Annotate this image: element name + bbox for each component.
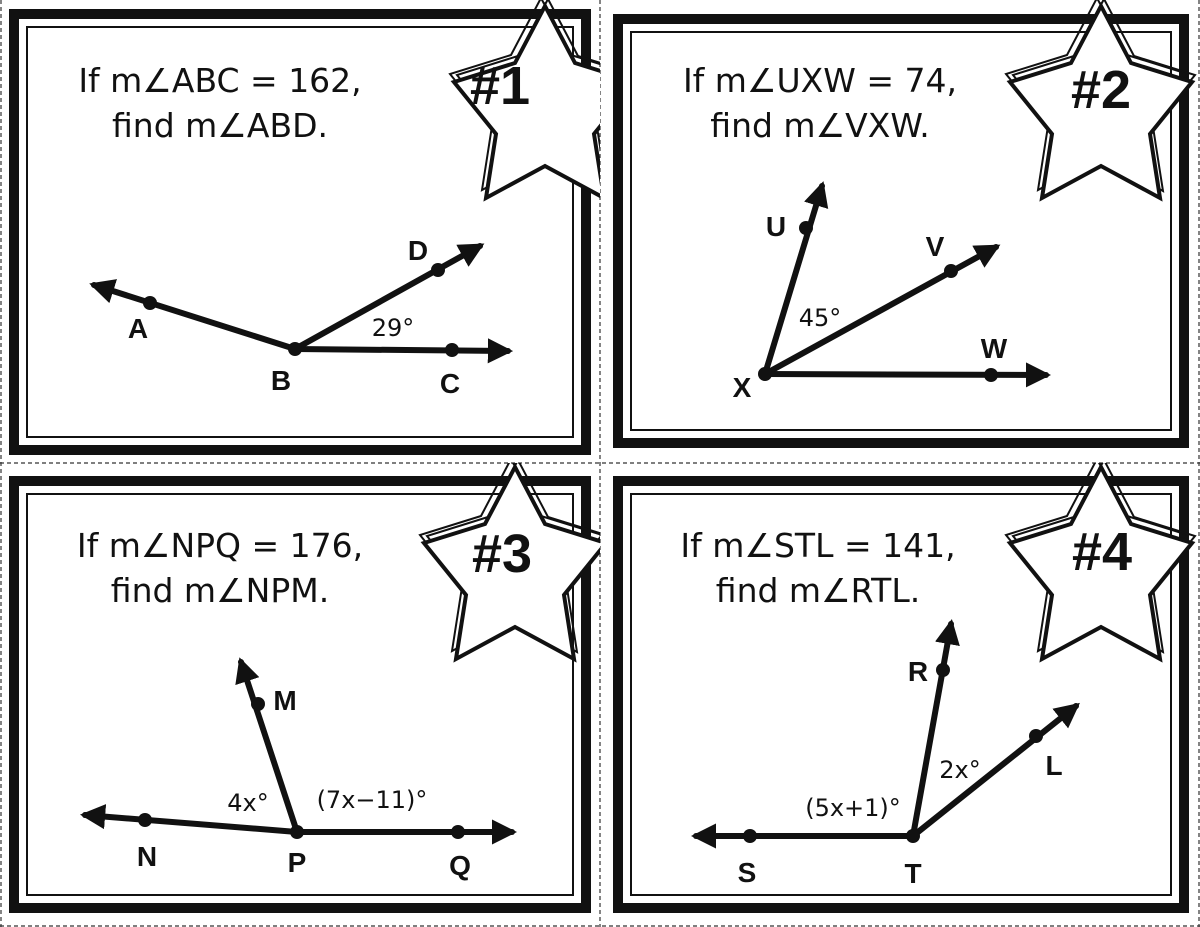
star-badge	[1004, 0, 1197, 202]
point-q-dot	[451, 825, 465, 839]
point-a-dot	[143, 296, 157, 310]
point-p-dot	[290, 825, 304, 839]
point-label-x: X	[733, 372, 752, 403]
point-r-dot	[936, 663, 950, 677]
point-label-w: W	[981, 333, 1008, 364]
point-v-dot	[944, 264, 958, 278]
point-label-c: C	[440, 368, 460, 399]
point-label-u: U	[766, 211, 786, 242]
point-x-dot	[758, 367, 772, 381]
task-card-4: #4 If m∠STL = 141, find m∠RTL. R S T L (…	[613, 463, 1197, 913]
angle-label: 29°	[372, 314, 415, 342]
point-m-dot	[251, 697, 265, 711]
problem-line-2: find m∠RTL.	[716, 571, 920, 610]
point-label-t: T	[904, 858, 921, 889]
point-label-s: S	[738, 857, 757, 888]
point-b-dot	[288, 342, 302, 356]
point-label-q: Q	[449, 850, 471, 881]
card-number: #2	[1071, 60, 1131, 120]
ray-pm	[235, 657, 300, 835]
problem-line-2: find m∠ABD.	[112, 106, 328, 145]
star-badge	[1004, 463, 1197, 663]
point-label-r: R	[908, 656, 928, 687]
angle-label-rtl: 2x°	[939, 756, 980, 784]
ray-xv	[762, 244, 1001, 377]
card-number: #1	[470, 56, 530, 116]
point-t-dot	[906, 829, 920, 843]
angle-label: 45°	[799, 304, 842, 332]
angle-diagram: U X V W 45°	[733, 181, 1052, 403]
ray-tr	[910, 619, 960, 839]
point-label-p: P	[288, 847, 307, 878]
point-label-m: M	[273, 685, 296, 716]
card-frame	[9, 476, 591, 913]
point-label-l: L	[1045, 750, 1062, 781]
ray-pn	[79, 804, 300, 835]
ray-ba	[89, 279, 298, 352]
problem-line-1: If m∠NPQ = 176,	[77, 526, 363, 565]
angle-label-stR: (5x+1)°	[805, 794, 901, 822]
angle-diagram: R S T L (5x+1)° 2x°	[690, 619, 1080, 889]
star-badge	[448, 0, 600, 202]
point-c-dot	[445, 343, 459, 357]
ray-xu	[762, 181, 829, 377]
task-card-2: #2 If m∠UXW = 74, find m∠VXW. U X V W 45…	[613, 0, 1197, 448]
angle-diagram: M N P Q 4x° (7x−11)°	[79, 657, 518, 881]
point-n-dot	[138, 813, 152, 827]
point-label-d: D	[408, 235, 428, 266]
problem-line-1: If m∠ABC = 162,	[78, 61, 361, 100]
point-d-dot	[431, 263, 445, 277]
point-label-n: N	[137, 841, 157, 872]
point-label-a: A	[128, 313, 148, 344]
ray-bc	[292, 338, 514, 364]
point-u-dot	[799, 221, 813, 235]
card-number: #4	[1072, 522, 1132, 582]
angle-label-npm: 4x°	[227, 789, 268, 817]
point-label-b: B	[271, 365, 291, 396]
problem-line-2: find m∠NPM.	[111, 571, 329, 610]
card-frame	[613, 476, 1189, 913]
star-badge	[418, 463, 600, 663]
angle-label-mpq: (7x−11)°	[317, 786, 428, 814]
problem-line-1: If m∠STL = 141,	[680, 526, 955, 565]
problem-line-2: find m∠VXW.	[710, 106, 929, 145]
card-frame	[613, 14, 1189, 448]
point-label-v: V	[926, 231, 945, 262]
point-l-dot	[1029, 729, 1043, 743]
angle-diagram: A B C D 29°	[89, 235, 514, 399]
ray-tl	[910, 702, 1080, 839]
task-card-3: #3 If m∠NPQ = 176, find m∠NPM. M N P Q 4…	[9, 463, 600, 913]
point-s-dot	[743, 829, 757, 843]
card-frame	[9, 9, 591, 455]
problem-line-1: If m∠UXW = 74,	[683, 61, 957, 100]
ray-bd	[292, 243, 485, 352]
point-w-dot	[984, 368, 998, 382]
ray-xw	[762, 362, 1052, 388]
task-card-1: #1 If m∠ABC = 162, find m∠ABD. A B C D 2…	[9, 0, 600, 455]
card-number: #3	[472, 524, 532, 584]
